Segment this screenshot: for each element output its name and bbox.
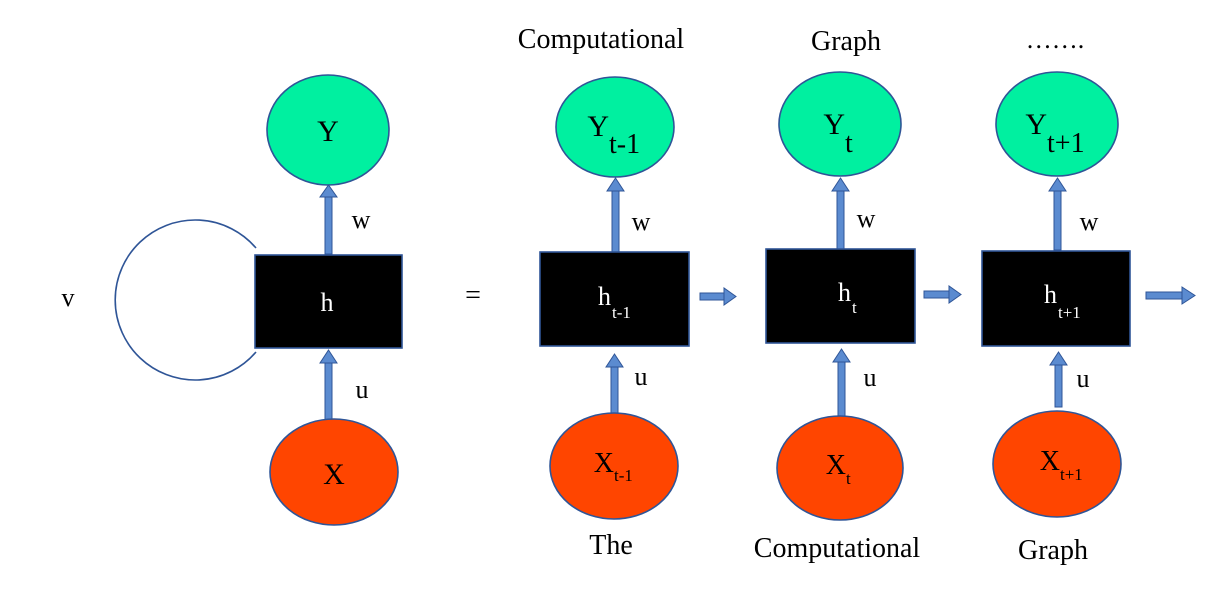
hidden-label-h: h [321,288,334,317]
weight-label-u: u [864,363,877,392]
weight-label-u: u [1077,364,1090,393]
hidden-subscript: t+1 [1058,303,1081,322]
input-label: X [1040,446,1060,477]
arrow-up-w [1048,177,1067,251]
equals-sign: = [465,280,481,311]
output-label: Y [1025,108,1047,141]
output-label: Y [823,108,845,141]
arrow-right [699,287,737,306]
weight-label-u: u [356,375,369,404]
input-subscript: t-1 [614,466,633,485]
weight-label-w: w [352,205,371,234]
input-node-x [269,418,399,526]
time-step: Y t-1 w h t-1 u X t-1 The [539,76,690,561]
output-node [778,71,902,177]
output-subscript: t [845,128,853,159]
sequence-word: Computational [754,533,921,564]
output-node [995,71,1119,177]
arrow-up-w [319,184,338,255]
weight-label-u: u [635,362,648,391]
hidden-label: h [1044,280,1057,309]
input-label: X [826,450,846,481]
arrow-up-u [832,348,851,419]
hidden-box [981,250,1131,347]
arrow-up-u [605,353,624,417]
header-word-computational: Computational [518,24,685,55]
input-label-x: X [323,458,345,491]
input-label: X [594,448,614,479]
input-node [992,410,1122,518]
output-node [555,76,675,178]
output-subscript: t-1 [609,129,640,160]
input-node [776,415,904,521]
hidden-box-h [254,254,403,349]
output-label-y: Y [317,115,339,148]
recurrent-loop-v [114,219,257,381]
input-subscript: t+1 [1060,465,1083,484]
sequence-word: The [589,530,633,561]
hidden-label: h [838,278,851,307]
arrow-up-w [606,177,625,253]
time-step: Y t+1 w h t+1 u X t+1 Graph [981,71,1131,566]
input-node [549,412,679,520]
arrow-up-u [319,349,338,421]
output-label: Y [587,110,609,143]
arrow-up-u [1049,351,1068,408]
header-ellipsis: ……. [1026,25,1085,54]
weight-label-w: w [1080,207,1099,236]
arrow-up-w [831,177,850,251]
hidden-subscript: t-1 [612,303,631,322]
hidden-box [539,251,690,347]
hidden-box [765,248,916,344]
output-subscript: t+1 [1047,128,1085,159]
loop-label-v: v [62,283,75,312]
header-word-graph: Graph [811,26,881,57]
hidden-subscript: t [852,298,857,317]
hidden-label: h [598,282,611,311]
arrow-right [1145,286,1196,305]
folded-rnn: v Y w h u X [62,74,403,526]
input-subscript: t [846,469,851,488]
weight-label-w: w [857,204,876,233]
sequence-word: Graph [1018,535,1088,566]
arrow-right [923,285,962,304]
weight-label-w: w [632,207,651,236]
time-step: Y t w h t u X t Computational [754,71,921,564]
